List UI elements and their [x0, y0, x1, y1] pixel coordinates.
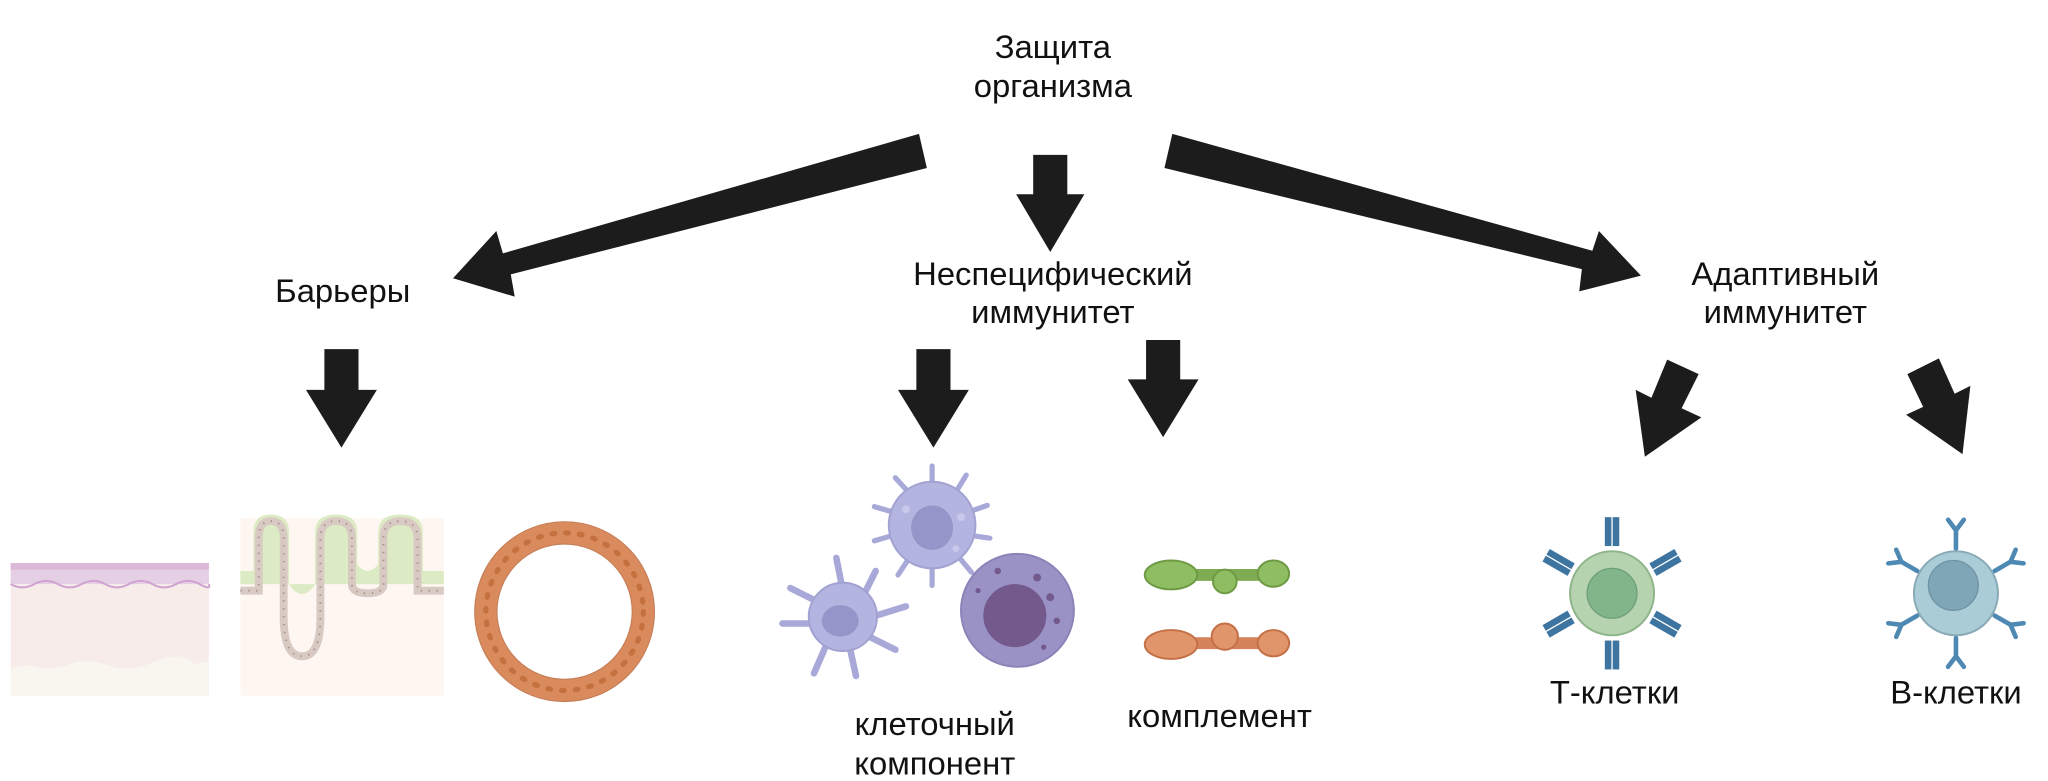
arrow-bcells-down — [1906, 358, 1971, 455]
label-cellular-line1: клеточный — [855, 705, 1015, 742]
label-complement: комплемент — [1127, 697, 1312, 734]
t-cell-icon — [1542, 517, 1682, 670]
label-t-cells: Т-клетки — [1550, 674, 1680, 711]
arrow-barriers-down — [306, 349, 377, 448]
arrow-complement-down — [1127, 339, 1199, 438]
label-adaptive-line1: Адаптивный — [1691, 255, 1879, 292]
arrow-cellular-down — [897, 349, 969, 448]
dendritic-cell-icon — [779, 554, 910, 680]
epithelial-ring-illustration — [474, 521, 656, 703]
complement-protein-orange-icon — [1143, 622, 1291, 660]
arrow-to-adaptive — [1164, 133, 1641, 292]
intestinal-villi-illustration — [240, 514, 444, 696]
complement-protein-green-icon — [1143, 559, 1291, 595]
label-b-cells: В-клетки — [1890, 674, 2022, 711]
arrow-to-barriers — [453, 133, 927, 297]
title-line1: Защита — [995, 28, 1112, 65]
label-innate-line2: иммунитет — [971, 293, 1134, 330]
title-line2: организма — [974, 67, 1133, 104]
arrow-tcells-down — [1635, 359, 1702, 457]
label-innate-line1: Неспецифический — [913, 255, 1192, 292]
arrow-to-innate — [1016, 154, 1085, 253]
label-adaptive-line2: иммунитет — [1704, 293, 1867, 330]
macrophage-icon — [871, 463, 993, 589]
label-cellular-line2: компонент — [854, 744, 1015, 781]
skin-illustration — [10, 563, 211, 696]
b-cell-icon — [1886, 517, 2026, 670]
granulocyte-icon — [960, 552, 1075, 668]
label-barriers: Барьеры — [275, 272, 410, 309]
